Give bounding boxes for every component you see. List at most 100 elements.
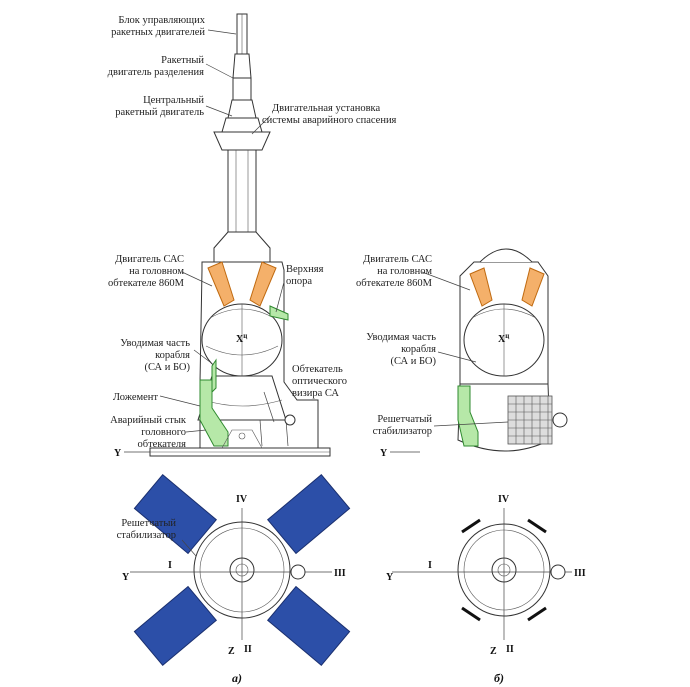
svg-text:Xц: Xц (498, 332, 509, 345)
svg-text:опора: опора (286, 276, 312, 287)
label-grid-stabilizer-b-2: стабилизатор (373, 426, 432, 437)
svg-text:головного: головного (141, 427, 186, 438)
svg-text:Y: Y (114, 448, 122, 459)
svg-text:Решетчатый: Решетчатый (121, 518, 176, 529)
x-mark-a: X (236, 334, 244, 345)
label-detachable-b-3: (СА и БО) (391, 356, 437, 367)
y-mark-bottom-b: Y (386, 572, 394, 583)
svg-text:системы аварийного спасения: системы аварийного спасения (262, 115, 397, 126)
leader-lines (159, 29, 509, 557)
roman-3-b: III (574, 568, 586, 579)
svg-text:обтекателе 860М: обтекателе 860М (108, 278, 185, 289)
svg-text:(СА и БО): (СА и БО) (391, 356, 437, 367)
svg-text:ракетный двигатель: ракетный двигатель (115, 107, 204, 118)
svg-text:Двигатель САС: Двигатель САС (115, 254, 184, 265)
label-block-control-1: Блок управляющих (118, 15, 205, 26)
svg-text:Обтекатель: Обтекатель (292, 364, 343, 375)
svg-text:Центральный: Центральный (143, 95, 204, 106)
x-mark-a-sup: ц (243, 332, 247, 340)
svg-text:I: I (428, 560, 432, 571)
svg-text:Верхняя: Верхняя (286, 264, 324, 275)
svg-text:IV: IV (236, 494, 248, 505)
y-mark-a: Y (114, 448, 122, 459)
label-central-engine-1: Центральный (143, 95, 204, 106)
label-emergency-joint-2: головного (141, 427, 186, 438)
rocket-b (457, 248, 568, 452)
axis-marks: Xц Xц Y Y Y Y I I II II Z Z III III IV I… (114, 332, 586, 657)
roman-3-a: III (334, 568, 346, 579)
y-mark-bottom-a: Y (122, 572, 130, 583)
label-detachable-a-2: корабля (155, 350, 190, 361)
svg-text:обтекателя: обтекателя (138, 439, 187, 450)
svg-text:обтекателе 860М: обтекателе 860М (356, 278, 433, 289)
label-optical-fairing-2: оптического (292, 376, 347, 387)
label-block-control-2: ракетных двигателей (111, 27, 205, 38)
label-grid-stabilizer-b-1: Решетчатый (377, 414, 432, 425)
svg-text:Z: Z (228, 646, 235, 657)
label-cradle: Ложемент (113, 392, 159, 403)
label-upper-support-1: Верхняя (286, 264, 324, 275)
svg-text:Ложемент: Ложемент (113, 392, 159, 403)
label-optical-fairing-3: визира СА (292, 388, 339, 399)
roman-2-a: II (244, 644, 252, 655)
svg-text:корабля: корабля (155, 350, 190, 361)
svg-text:визира СА: визира СА (292, 388, 339, 399)
svg-text:стабилизатор: стабилизатор (117, 530, 176, 541)
caption-a: а) (232, 671, 242, 685)
label-emergency-joint-1: Аварийный стык (110, 415, 187, 426)
label-sas-engine-a-2: на головном (129, 266, 184, 277)
bottom-view-a (130, 474, 351, 666)
bottom-view-b (392, 508, 572, 640)
svg-text:оптического: оптического (292, 376, 347, 387)
label-engine-unit-2: системы аварийного спасения (262, 115, 397, 126)
svg-text:II: II (244, 644, 252, 655)
roman-2-b: II (506, 644, 514, 655)
svg-text:Y: Y (380, 448, 388, 459)
roman-1-a: I (168, 560, 172, 571)
roman-1-b: I (428, 560, 432, 571)
svg-text:(СА и БО): (СА и БО) (145, 362, 191, 373)
x-mark-b-sup: ц (505, 332, 509, 340)
label-sas-engine-a-1: Двигатель САС (115, 254, 184, 265)
label-engine-unit-1: Двигательная установка (272, 103, 381, 114)
z-mark-b: Z (490, 646, 497, 657)
svg-text:на головном: на головном (377, 266, 432, 277)
svg-text:на головном: на головном (129, 266, 184, 277)
label-detachable-a-1: Уводимая часть (120, 338, 190, 349)
svg-text:Уводимая часть: Уводимая часть (366, 332, 436, 343)
label-sas-engine-b-3: обтекателе 860М (356, 278, 433, 289)
label-emergency-joint-3: обтекателя (138, 439, 187, 450)
svg-text:Y: Y (122, 572, 130, 583)
svg-text:Блок управляющих: Блок управляющих (118, 15, 205, 26)
y-mark-b: Y (380, 448, 388, 459)
label-optical-fairing-1: Обтекатель (292, 364, 343, 375)
labels: Блок управляющих ракетных двигателей Рак… (108, 15, 437, 541)
svg-text:Xц: Xц (236, 332, 247, 345)
label-upper-support-2: опора (286, 276, 312, 287)
label-sas-engine-a-3: обтекателе 860М (108, 278, 185, 289)
svg-text:Двигатель САС: Двигатель САС (363, 254, 432, 265)
svg-text:Двигательная установка: Двигательная установка (272, 103, 381, 114)
svg-text:корабля: корабля (401, 344, 436, 355)
label-separation-engine-2: двигатель разделения (108, 67, 205, 78)
label-detachable-b-2: корабля (401, 344, 436, 355)
svg-text:Решетчатый: Решетчатый (377, 414, 432, 425)
label-detachable-b-1: Уводимая часть (366, 332, 436, 343)
svg-text:ракетных двигателей: ракетных двигателей (111, 27, 205, 38)
svg-text:Y: Y (386, 572, 394, 583)
svg-text:Уводимая часть: Уводимая часть (120, 338, 190, 349)
label-separation-engine-1: Ракетный (161, 55, 204, 66)
svg-text:Ракетный: Ракетный (161, 55, 204, 66)
label-grid-stabilizer-a-2: стабилизатор (117, 530, 176, 541)
svg-text:III: III (574, 568, 586, 579)
svg-text:стабилизатор: стабилизатор (373, 426, 432, 437)
svg-text:II: II (506, 644, 514, 655)
roman-4-b: IV (498, 494, 510, 505)
label-detachable-a-3: (СА и БО) (145, 362, 191, 373)
label-sas-engine-b-1: Двигатель САС (363, 254, 432, 265)
x-mark-b: X (498, 334, 506, 345)
svg-text:двигатель разделения: двигатель разделения (108, 67, 205, 78)
label-grid-stabilizer-a-1: Решетчатый (121, 518, 176, 529)
